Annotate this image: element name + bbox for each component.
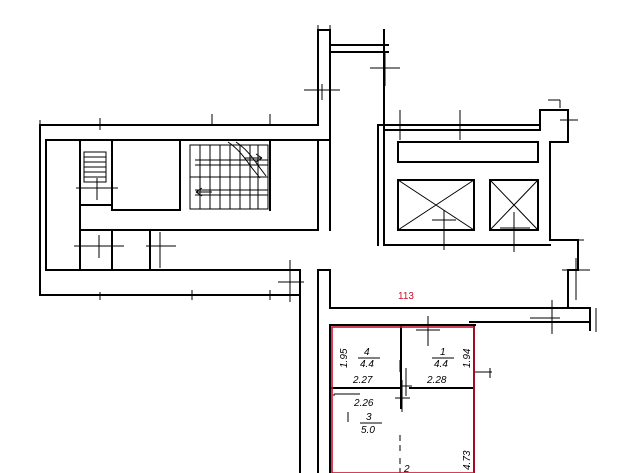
dim-room3-width: 2.26 [353, 398, 374, 409]
room-4-area: 4.4 [360, 359, 374, 370]
dim-room4-width: 2.27 [352, 375, 373, 386]
dim-right-length: 4.73 [462, 450, 473, 470]
central-shaft [304, 25, 400, 231]
utility-duct [397, 141, 539, 163]
storage-block [329, 316, 492, 473]
section-number: 113 [398, 291, 414, 302]
room-2-number: 2 [403, 464, 410, 473]
room-1-area: 4.4 [434, 359, 448, 370]
room-3-area: 5.0 [361, 425, 375, 436]
door-mark-left-1 [74, 235, 124, 258]
door-mark-left-2 [146, 232, 176, 268]
highlighted-unit-outline [331, 326, 475, 473]
dim-room1-width: 2.28 [426, 375, 447, 386]
elevator-block [377, 99, 597, 334]
room-4-number: 4 [364, 347, 370, 358]
dim-right-height: 1.94 [462, 348, 473, 368]
dim-left-height: 1.95 [339, 348, 350, 368]
elevator-shaft-1 [397, 179, 475, 250]
stair-flight-main [189, 141, 269, 210]
elevator-shaft-2 [489, 179, 539, 252]
room-1-number: 1 [440, 347, 446, 358]
room-3-number: 3 [366, 412, 372, 423]
left-stair-block [39, 114, 319, 300]
stair-flight-small [76, 151, 118, 200]
corridor [278, 260, 541, 473]
